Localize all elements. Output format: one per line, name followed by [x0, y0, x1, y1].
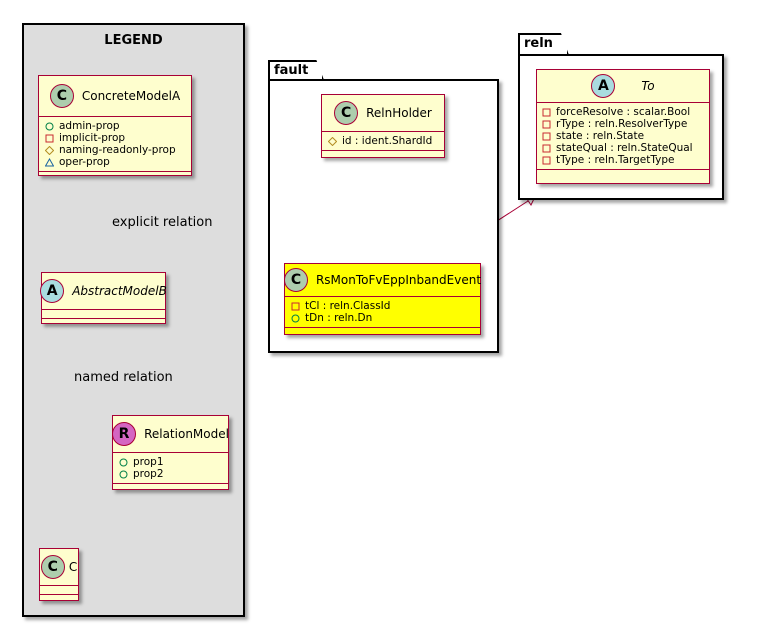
private-square-icon [542, 132, 551, 141]
class-name: C [68, 560, 78, 574]
abstract-badge-icon: A [40, 279, 65, 303]
class-name: ConcreteModelA [81, 89, 181, 103]
class-rsmontofveppinbandevent[interactable]: C RsMonToFvEppInbandEvent tCl : reln.Cla… [283, 263, 482, 335]
attribute: implicit-prop [45, 132, 185, 144]
public-circle-icon [119, 470, 128, 479]
attribute: admin-prop [45, 120, 185, 132]
attribute: tDn : reln.Dn [291, 312, 474, 324]
class-concrete-model-a[interactable]: C ConcreteModelA admin-prop implicit-pro… [38, 75, 192, 176]
attribute: prop1 [119, 456, 222, 468]
class-badge-icon: C [334, 101, 359, 125]
class-to[interactable]: A To forceResolve : scalar.Bool rType : … [536, 69, 710, 184]
attribute-text: tCl : reln.ClassId [305, 300, 391, 312]
attribute-text: admin-prop [59, 120, 120, 132]
attribute: naming-readonly-prop [44, 144, 185, 156]
operation-list [40, 595, 78, 602]
attribute-text: tDn : reln.Dn [305, 312, 373, 324]
public-circle-icon [45, 122, 54, 131]
attribute-text: tType : reln.TargetType [556, 154, 675, 166]
class-name: RelnHolder [366, 106, 432, 120]
class-name: RsMonToFvEppInbandEvent [315, 273, 482, 287]
attribute-text: prop2 [133, 468, 164, 480]
class-name: AbstractModelB [72, 284, 167, 298]
protected-diamond-icon [44, 145, 55, 155]
attribute: prop2 [119, 468, 222, 480]
abstract-badge-icon: A [591, 74, 616, 98]
attribute-text: prop1 [133, 456, 164, 468]
attribute-list: tCl : reln.ClassId tDn : reln.Dn [285, 297, 480, 328]
class-relation-model[interactable]: R RelationModel prop1 prop2 [112, 415, 229, 490]
attribute-list: id : ident.ShardId [322, 132, 444, 151]
private-square-icon [291, 302, 300, 311]
class-name: RelationModel [144, 427, 229, 441]
package-tab-reln: reln [518, 33, 569, 55]
class-header: C ConcreteModelA [39, 76, 191, 117]
operation-list [537, 170, 709, 177]
attribute-text: forceResolve : scalar.Bool [556, 106, 691, 118]
operation-list [285, 328, 480, 335]
attribute: tCl : reln.ClassId [291, 300, 474, 312]
class-header: A To [537, 70, 709, 103]
class-badge-icon: C [283, 268, 308, 292]
public-circle-icon [119, 458, 128, 467]
private-square-icon [542, 108, 551, 117]
attribute: state : reln.State [542, 130, 703, 142]
named-relation-label: named relation [74, 370, 173, 385]
relation-badge-icon: R [112, 422, 137, 446]
class-name: To [641, 79, 655, 93]
class-abstract-model-b[interactable]: A AbstractModelB [40, 272, 167, 326]
public-circle-icon [291, 314, 300, 323]
attribute-list: forceResolve : scalar.Bool rType : reln.… [537, 103, 709, 170]
protected-diamond-icon [327, 136, 338, 146]
package-triangle-icon [44, 157, 55, 167]
class-c[interactable]: C C [39, 548, 79, 601]
private-square-icon [542, 156, 551, 165]
attribute-text: oper-prop [59, 156, 110, 168]
attribute: rType : reln.ResolverType [542, 118, 703, 130]
attribute: tType : reln.TargetType [542, 154, 703, 166]
class-header: R RelationModel [112, 416, 229, 453]
class-header: C RelnHolder [322, 95, 444, 132]
operation-list [42, 319, 165, 326]
class-header: A AbstractModelB [40, 273, 167, 310]
class-badge-icon: C [40, 555, 65, 579]
attribute-list [40, 586, 78, 595]
operation-list [322, 151, 444, 158]
attribute-text: naming-readonly-prop [59, 144, 176, 156]
operation-list [39, 172, 191, 179]
package-tab-fault: fault [268, 60, 324, 81]
attribute-list: prop1 prop2 [113, 453, 228, 484]
private-square-icon [45, 134, 54, 143]
attribute-text: rType : reln.ResolverType [556, 118, 688, 130]
attribute: stateQual : reln.StateQual [542, 142, 703, 154]
class-header: C RsMonToFvEppInbandEvent [283, 264, 482, 297]
explicit-relation-label: explicit relation [112, 215, 213, 230]
attribute-list [42, 310, 165, 319]
attribute: oper-prop [44, 156, 185, 168]
attribute-text: state : reln.State [556, 130, 645, 142]
attribute: forceResolve : scalar.Bool [542, 106, 703, 118]
private-square-icon [542, 120, 551, 129]
attribute-text: id : ident.ShardId [342, 135, 433, 147]
class-relnholder[interactable]: C RelnHolder id : ident.ShardId [321, 94, 445, 158]
class-badge-icon: C [49, 84, 74, 108]
attribute-text: stateQual : reln.StateQual [556, 142, 693, 154]
legend-title: LEGEND [104, 33, 163, 48]
class-header: C C [40, 549, 78, 586]
attribute-text: implicit-prop [59, 132, 126, 144]
attribute-list: admin-prop implicit-prop naming-readonly… [39, 117, 191, 172]
private-square-icon [542, 144, 551, 153]
attribute: id : ident.ShardId [327, 135, 438, 147]
operation-list [113, 484, 228, 491]
